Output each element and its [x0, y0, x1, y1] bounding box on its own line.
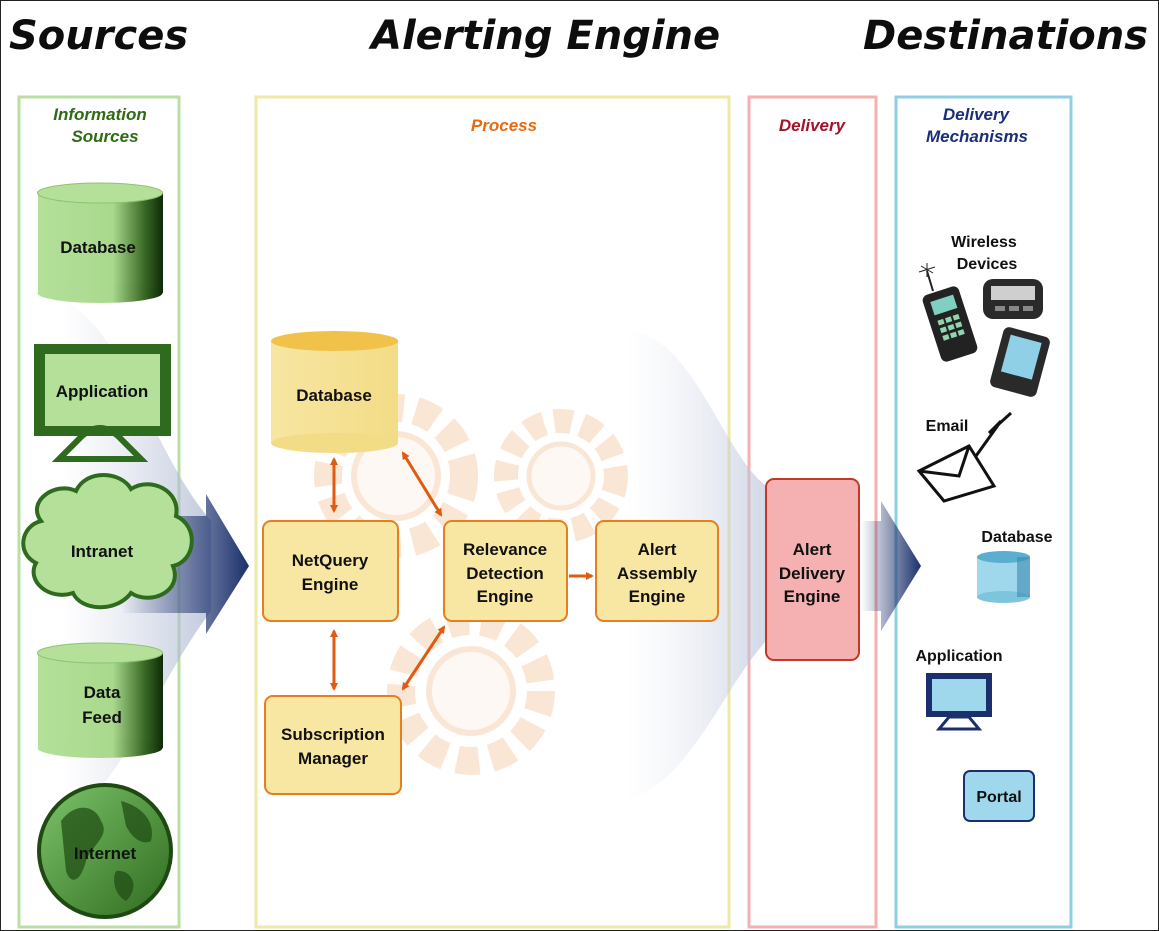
pda-icon [990, 327, 1050, 397]
source-intranet-label: Intranet [71, 542, 134, 561]
relevance-label-2: Detection [466, 564, 543, 583]
source-data-feed-icon [37, 642, 163, 758]
source-application-icon [34, 344, 171, 462]
subscription-relevance-arrow [401, 625, 446, 691]
alert-delivery-engine-box [765, 478, 860, 661]
alert-assembly-label-2: Assembly [617, 564, 698, 583]
header-destinations: Destinations [863, 13, 1148, 59]
email-label: Email [926, 418, 969, 435]
source-database-label: Database [60, 238, 136, 257]
column-title-delivery: Delivery [779, 116, 847, 135]
db-relevance-arrow [401, 451, 443, 517]
netquery-label-1: NetQuery [292, 551, 369, 570]
cell-phone-icon [918, 263, 978, 362]
source-intranet-cloud-icon [21, 473, 194, 610]
source-data-feed-label-1: Data [84, 683, 121, 702]
pager-icon [983, 279, 1043, 319]
mechanism-database-icon [977, 551, 1030, 603]
alert-assembly-label-1: Alert [638, 540, 677, 559]
source-data-feed-label-2: Feed [82, 708, 122, 727]
process-database-label: Database [296, 386, 372, 405]
email-envelope-icon [916, 411, 1013, 503]
process-connectors [330, 451, 594, 691]
relevance-label-1: Relevance [463, 540, 547, 559]
column-title-information: Information [53, 105, 147, 124]
subscription-label-1: Subscription [281, 725, 385, 744]
alert-delivery-label-2: Delivery [779, 564, 846, 583]
netquery-engine-box [262, 520, 399, 622]
alert-delivery-label-3: Engine [784, 587, 841, 606]
column-title-mechanisms: Mechanisms [926, 127, 1028, 146]
mechanism-application-monitor-icon [926, 673, 992, 731]
source-database-icon [37, 182, 163, 303]
delivery-to-destinations-arrow [861, 501, 921, 631]
subscription-label-2: Manager [298, 749, 368, 768]
relevance-detection-engine-box [443, 520, 568, 622]
alert-assembly-label-3: Engine [629, 587, 686, 606]
portal-label: Portal [976, 789, 1021, 806]
column-title-process: Process [471, 116, 537, 135]
header-alerting-engine: Alerting Engine [368, 13, 720, 59]
mechanism-database-label: Database [981, 529, 1052, 546]
alert-assembly-engine-box [595, 520, 719, 622]
subscription-manager-box [264, 695, 402, 795]
portal-box [963, 770, 1035, 822]
source-application-label: Application [56, 382, 149, 401]
process-database-icon [271, 331, 398, 453]
netquery-label-2: Engine [302, 575, 359, 594]
mechanism-application-label: Application [915, 648, 1002, 665]
wireless-devices-label-1: Wireless [951, 234, 1017, 251]
wireless-devices-label-2: Devices [957, 256, 1018, 273]
source-internet-label: Internet [74, 844, 137, 863]
source-internet-globe-icon [37, 783, 173, 919]
column-title-sources: Sources [71, 127, 138, 146]
alert-delivery-label-1: Alert [793, 540, 832, 559]
relevance-label-3: Engine [477, 587, 534, 606]
column-delivery-mechanisms [894, 95, 1073, 929]
header-sources: Sources [9, 13, 188, 59]
column-title-delivery-2: Delivery [943, 105, 1011, 124]
